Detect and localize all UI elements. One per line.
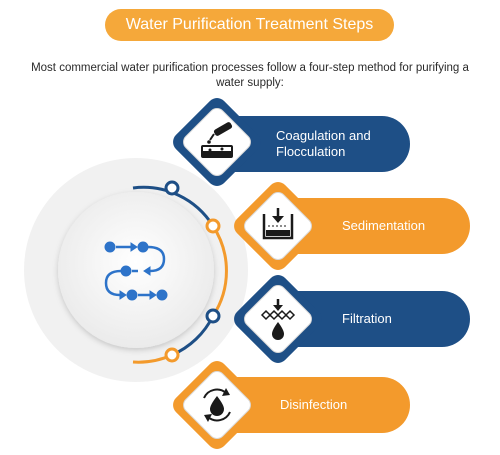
step-disinfection-label: Disinfection (280, 397, 348, 412)
step-sedimentation-bar: Sedimentation (290, 198, 470, 254)
step-coagulation-label-line1: Coagulation and (276, 128, 371, 143)
step-coagulation-label-line2: Flocculation (276, 144, 346, 159)
step-coagulation-bar: Coagulation and Flocculation (210, 116, 410, 172)
step-sedimentation-label: Sedimentation (342, 218, 426, 233)
step-filtration-bar: Filtration (290, 291, 470, 347)
connector-dot-3 (205, 308, 221, 324)
page-title: Water Purification Treatment Steps (105, 9, 394, 41)
arc-segment-1 (132, 185, 215, 227)
intro-text: Most commercial water purification proce… (31, 62, 469, 89)
step-disinfection-bar: Disinfection (210, 377, 410, 433)
step-filtration-label: Filtration (342, 311, 392, 326)
arc-segment-2 (211, 225, 228, 317)
connector-dot-1 (164, 180, 180, 196)
connector-dot-4 (164, 347, 180, 363)
connector-dot-2 (205, 218, 221, 234)
process-flow-icon (104, 241, 168, 301)
